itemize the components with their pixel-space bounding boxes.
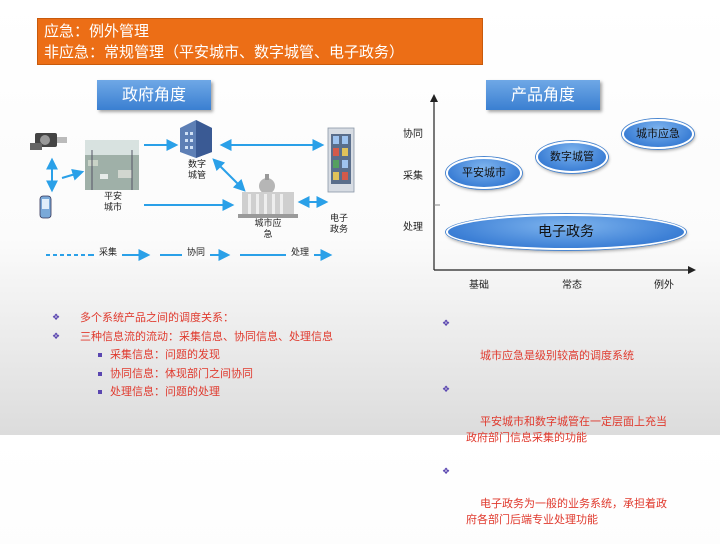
diamond-bullet-icon: ❖	[52, 313, 61, 323]
office-building-icon	[180, 120, 212, 158]
list-item: ❖ 多个系统产品之间的调度关系：	[50, 309, 390, 328]
x-label-basic: 基础	[469, 280, 489, 291]
ellipse-digital-city: 数字城管	[536, 141, 608, 173]
diamond-bullet-icon: ❖	[442, 385, 451, 395]
banner-line-2: 非应急：常规管理（平安城市、数字城管、电子政务）	[44, 43, 405, 61]
sub-list-item: 协同信息：体现部门之间协同	[50, 365, 390, 384]
x-label-normal: 常态	[562, 280, 582, 291]
egov-label: 电子 政务	[329, 214, 348, 235]
header-banner: 应急：例外管理 非应急：常规管理（平安城市、数字城管、电子政务）	[37, 18, 483, 65]
diamond-bullet-icon: ❖	[442, 467, 451, 477]
ellipse-city-emergency: 城市应急	[622, 119, 694, 149]
left-bullet-list: ❖ 多个系统产品之间的调度关系： ❖ 三种信息流的流动：采集信息、协同信息、处理…	[50, 309, 390, 402]
flow-label-process: 处理	[286, 248, 314, 259]
product-perspective-title: 产品角度	[486, 80, 600, 110]
product-chart-axes	[430, 94, 696, 274]
digital-city-label: 数字 城管	[187, 160, 206, 181]
list-item: ❖ 三种信息流的流动：采集信息、协同信息、处理信息	[50, 328, 390, 347]
diamond-bullet-icon: ❖	[442, 319, 451, 329]
square-bullet-icon	[98, 371, 102, 376]
list-item: ❖ 电子政务为一般的业务系统，承担着政 府各部门后端专业处理功能	[440, 464, 710, 544]
phone-icon	[39, 195, 52, 219]
banner-line-1: 应急：例外管理	[44, 22, 150, 40]
list-item: ❖ 城市应急是级别较高的调度系统	[440, 316, 710, 380]
capitol-building-icon	[238, 174, 298, 218]
sub-list-item: 处理信息：问题的处理	[50, 383, 390, 402]
sub-list-item: 采集信息：问题的发现	[50, 346, 390, 365]
y-label-coordinate: 协同	[403, 129, 423, 140]
diamond-bullet-icon: ❖	[52, 331, 61, 342]
gov-diagram	[30, 94, 696, 274]
square-bullet-icon	[98, 390, 102, 394]
flow-label-collect: 采集	[94, 248, 122, 259]
tower-building-icon	[327, 127, 355, 193]
square-bullet-icon	[98, 353, 102, 357]
flow-label-coordinate: 协同	[182, 248, 210, 259]
emergency-label: 城市应 急	[254, 219, 282, 240]
right-bullet-list: ❖ 城市应急是级别较高的调度系统 ❖ 平安城市和数字城管在一定层面上充当 政府部…	[440, 316, 710, 544]
y-label-process: 处理	[403, 222, 423, 233]
gov-perspective-title: 政府角度	[97, 80, 211, 110]
ellipse-safe-city: 平安城市	[446, 157, 522, 189]
safe-city-label: 平安 城市	[103, 192, 122, 213]
y-label-collect: 采集	[403, 171, 423, 182]
street-scene-icon	[85, 140, 139, 190]
x-label-exception: 例外	[654, 280, 674, 291]
list-item: ❖ 平安城市和数字城管在一定层面上充当 政府部门信息采集的功能	[440, 382, 710, 462]
camera-icon	[30, 133, 67, 150]
ellipse-egov: 电子政务	[446, 214, 686, 250]
